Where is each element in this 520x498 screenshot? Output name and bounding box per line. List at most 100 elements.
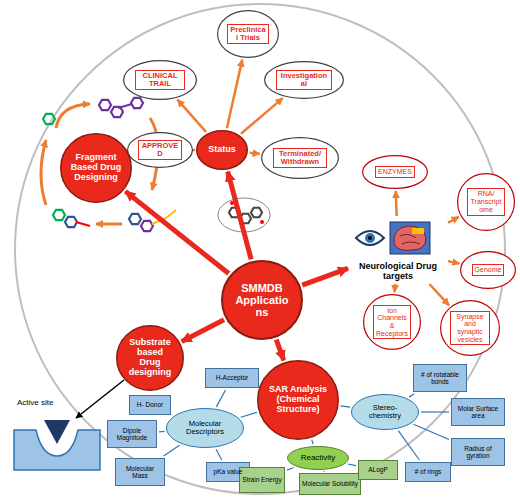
outer-circle [15,4,505,494]
node-shape [288,447,349,470]
node-text: Neurological Drug targets [352,262,444,282]
node-shape [458,174,515,231]
red-circle: Fragment Based Drug Designing [60,133,132,203]
node-shape [406,463,451,482]
thick-arrow [302,268,348,285]
category-ellipse: Reactivity [287,446,349,470]
node-text: # of rotatable bonds [416,371,464,385]
node-shape [258,361,338,440]
link-line [216,390,225,407]
node-text: Substrate based Drug designing [126,338,175,378]
link-line [341,406,351,407]
category-ellipse: Molecular Descriptors [166,408,244,448]
status-oval: Terminated/ Withdrawn [261,137,339,179]
node-text: Dipole Magnitude [110,427,154,441]
category-ellipse: Stereo-chemistry [351,394,419,430]
node-shape [363,156,428,189]
node-shape [128,133,193,168]
status-oval: APPROVED [127,132,193,168]
node-text: Fragment Based Drug Designing [70,153,122,183]
node-shape [61,134,131,203]
link-line [241,412,257,417]
status-oval: Investigational [264,61,344,99]
orange-arrow [250,153,260,154]
descriptor-box: H- Donor [129,395,171,415]
descriptor-box: # of rotatable bonds [413,364,467,392]
link-line [287,468,294,471]
descriptor-box: H-Acceptor [205,368,259,388]
node-shape [197,131,248,170]
node-text: H- Donor [137,401,163,408]
node-shape [364,295,421,350]
node-text: ENZYMES [375,166,415,178]
node-shape [117,326,183,391]
orange-arrow [448,261,459,264]
node-text: Genome [472,264,505,276]
orange-arrow [177,100,206,132]
link-line [409,394,414,397]
link-line [312,440,314,444]
node-shape [222,261,302,339]
eye-brain-picture [356,222,430,254]
node-text: Molecular Descriptors [177,420,233,437]
thick-arrow [228,172,251,260]
node-shape [452,399,505,426]
node-text: Reactivity [301,454,336,463]
target-circle: RNA/ Transcriptome [457,173,515,231]
node-shape [218,11,279,58]
thick-arrow [276,340,283,361]
node-text: Radius of gyration [454,445,502,459]
node-text: Preclinical Trials [227,24,269,45]
target-circle: Genome [460,251,516,289]
link-line [164,445,180,456]
orange-arrow [194,149,195,152]
target-circle: Synapse and synaptic vesicles [440,300,500,356]
node-text: Stereo-chemistry [361,404,410,421]
link-line [216,449,222,460]
node-shape [414,365,467,392]
node-shape [240,468,285,493]
node-shape [206,369,259,388]
orange-arrow [448,217,459,223]
descriptor-box: Dipole Magnitude [107,420,157,448]
node-text: Molar Surface area [454,405,502,419]
descriptor-box: Molecular Mass [115,458,165,486]
node-text: ALogP [368,466,388,473]
node-text: Molecular Solubility [302,480,358,487]
node-text: Terminated/ Withdrawn [273,148,327,169]
thick-arrow [125,191,228,273]
node-text: SAR Analysis (Chemical Structure) [268,385,327,415]
node-text: SMMDB Applications [232,282,291,318]
node-shape [167,409,244,448]
status-oval: Preclinical Trials [217,10,279,58]
node-text: # of rings [415,468,442,475]
node-text: Synapse and synaptic vesicles [450,311,490,346]
descriptor-box: Radius of gyration [451,438,505,466]
node-text: Molecular Mass [118,465,162,479]
node-text: RNA/ Transcriptome [467,188,506,215]
link-line [323,470,325,472]
node-shape [300,474,361,495]
descriptor-box: Molar Surface area [451,398,505,426]
node-shape [452,439,505,466]
link-line [413,424,449,439]
descriptor-box: Molecular Solubility [299,473,361,495]
node-shape [130,396,171,415]
node-shape [262,138,339,179]
node-text: Strain Energy [242,476,281,483]
link-line [348,464,356,466]
node-text: Investigational [276,70,331,91]
node-text: Status [208,145,236,155]
node-shape [116,459,165,486]
node-shape [441,301,500,356]
link-line [398,431,419,460]
node-text: APPROVED [138,140,183,161]
orange-arrow [227,60,242,129]
red-circle: Status [196,130,248,170]
descriptor-box: # of rings [405,462,451,482]
orange-arrow [241,98,283,134]
orange-arrow [429,284,449,305]
thick-arrow [182,320,224,342]
